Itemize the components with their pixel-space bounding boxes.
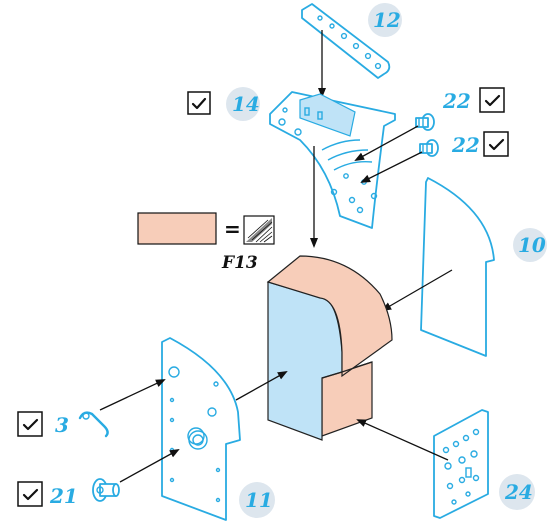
arrow-22a	[354, 125, 419, 161]
part-number-24: 24	[504, 480, 533, 504]
checkmark-icon	[22, 418, 39, 431]
part-number-22a: 22	[442, 89, 471, 113]
part-number-11: 11	[245, 488, 273, 512]
arrow-10-to-block	[381, 269, 453, 312]
part-10-panel	[420, 177, 495, 357]
arrow-11-to-block	[235, 371, 288, 401]
checkbox-22a[interactable]	[479, 87, 505, 113]
checkbox-3[interactable]	[17, 411, 43, 437]
callout-11: 11	[239, 482, 275, 518]
arrow-21-to-plate	[119, 449, 180, 483]
part-14-curved-plate	[269, 91, 396, 229]
callout-12: 12	[368, 3, 402, 37]
arrow-22b	[360, 151, 423, 183]
callout-14: 14	[187, 87, 260, 121]
part-number-3: 3	[55, 413, 69, 437]
callout-22a: 22	[442, 87, 505, 113]
part-21-knob	[92, 478, 120, 502]
checkbox-21[interactable]	[17, 481, 43, 507]
part-number-14: 14	[232, 92, 260, 116]
part-22-peg-a	[415, 113, 435, 131]
checkmark-icon	[484, 94, 501, 107]
callout-24: 24	[499, 474, 535, 510]
part-number-22b: 22	[451, 133, 480, 157]
color-swatch	[137, 212, 217, 245]
finish-legend: = F13	[137, 212, 275, 273]
part-number-12: 12	[373, 8, 401, 32]
callout-21: 21	[17, 481, 78, 508]
arrow-24-to-block	[356, 419, 449, 461]
part-3-hook	[78, 411, 109, 438]
part-number-21: 21	[49, 484, 78, 508]
part-22-peg-b	[419, 139, 439, 157]
finish-code: F13	[221, 253, 258, 273]
arrow-3-to-plate	[99, 379, 166, 411]
part-12-strip	[301, 3, 391, 79]
hatched-finish-icon	[243, 215, 275, 245]
checkmark-icon	[22, 488, 39, 501]
callout-22b: 22	[451, 131, 509, 157]
checkbox-22b[interactable]	[483, 131, 509, 157]
part-24-plate	[433, 409, 489, 519]
part-number-10: 10	[518, 233, 546, 257]
callout-10: 10	[513, 228, 547, 262]
checkmark-icon	[191, 97, 207, 110]
callout-3: 3	[17, 411, 69, 437]
main-block-assembly	[266, 255, 393, 441]
equals-sign: =	[224, 217, 241, 241]
part-11-front-plate	[161, 337, 241, 521]
checkmark-icon	[488, 138, 505, 151]
checkbox-14[interactable]	[187, 91, 211, 115]
